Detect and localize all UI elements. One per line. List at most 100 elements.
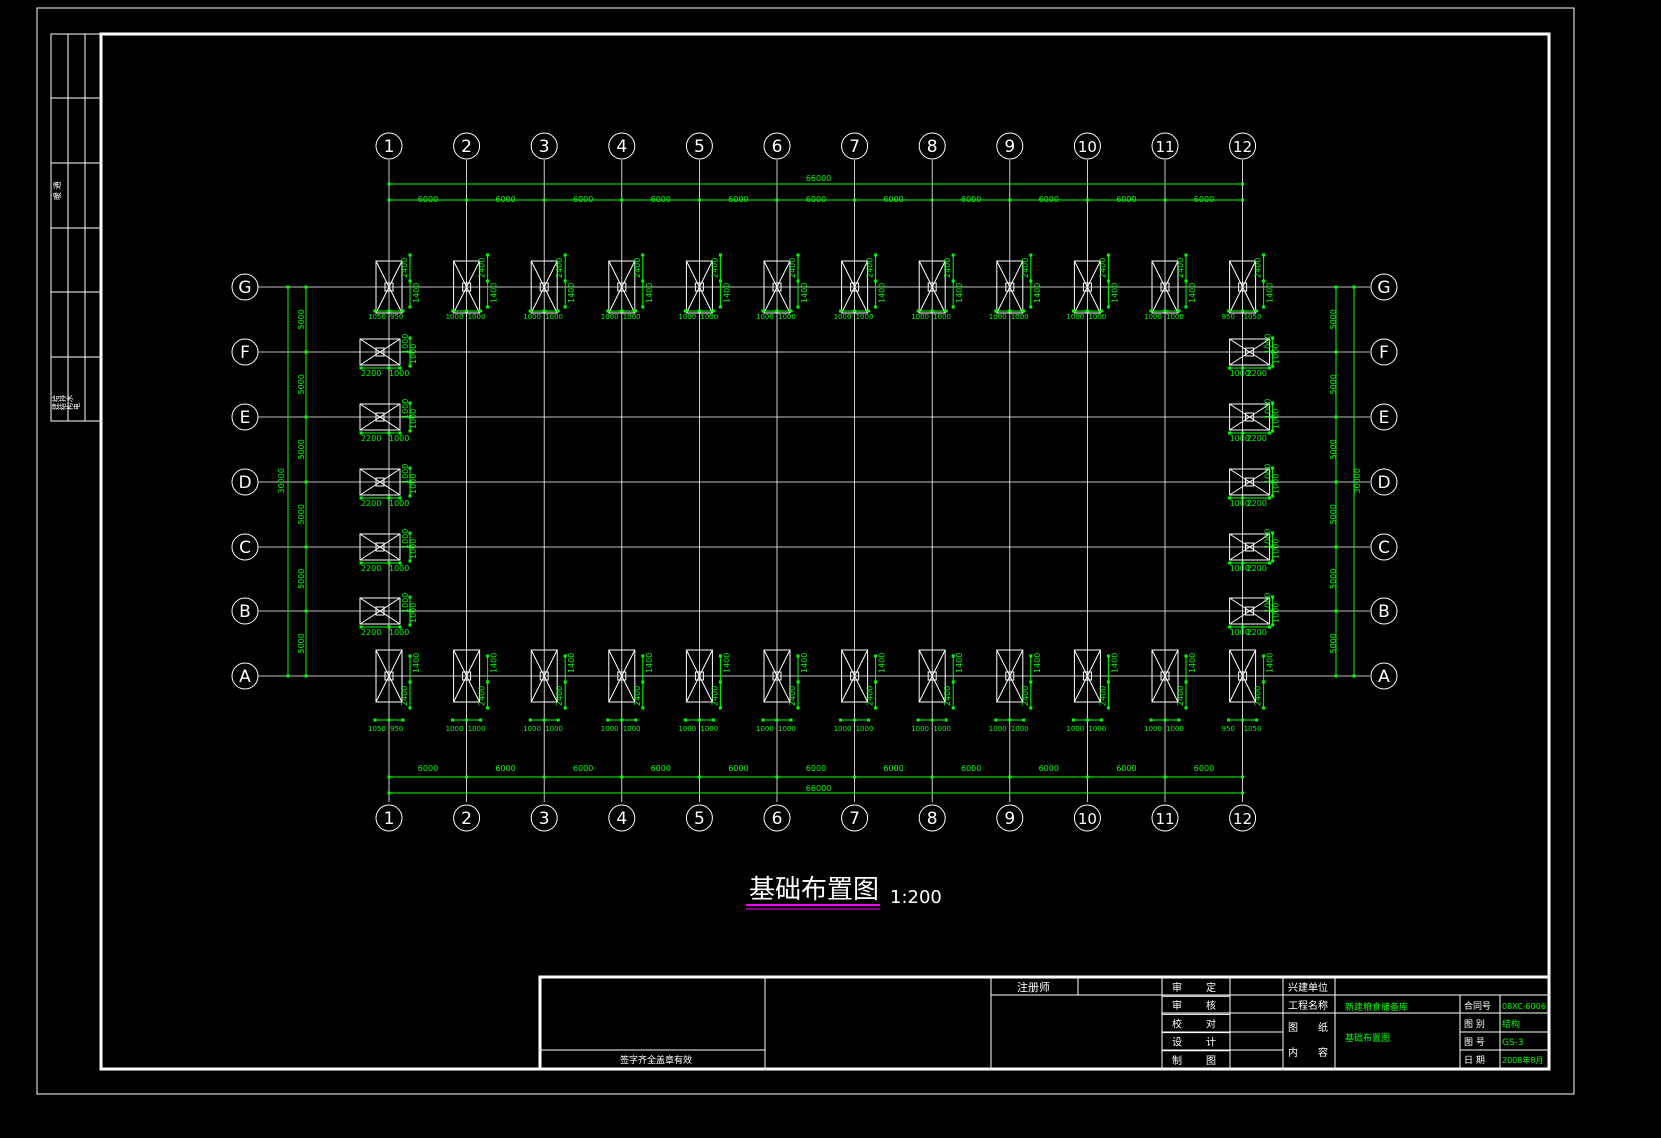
bay-dimension-bottom: 6000 <box>1194 764 1214 773</box>
axis-bubble-row-left <box>231 273 259 301</box>
bay-dimension-top: 6000 <box>651 195 671 204</box>
dimension-label: 2400 <box>710 686 719 706</box>
dimension-tick <box>542 198 546 202</box>
bay-dimension-bottom: 6000 <box>573 764 593 773</box>
axis-bubble-col-bottom <box>996 804 1024 832</box>
date-value: 2008年8月 <box>1502 1055 1543 1065</box>
dimension-tick <box>465 309 469 313</box>
dimension-label: 1000 <box>389 628 409 637</box>
dimension-tick <box>1071 309 1075 313</box>
dimension-tick <box>1177 309 1181 313</box>
dimension-label: 2400 <box>478 258 487 278</box>
dimension-tick <box>563 253 567 257</box>
dimension-label: 2200 <box>361 499 381 508</box>
footing-diagonal <box>1229 533 1270 561</box>
axis-label: F <box>240 343 250 363</box>
column-pier <box>850 282 860 292</box>
dimension-label: 1400 <box>412 653 421 673</box>
dimension-label: 1000 <box>389 434 409 443</box>
dimension-label: 30000 <box>1353 468 1362 493</box>
dimension-label: 1400 <box>1188 653 1197 673</box>
axis-label: 7 <box>849 809 860 829</box>
dimension-tick <box>853 198 857 202</box>
dimension-tick <box>304 285 308 289</box>
axis-label: 12 <box>1233 138 1252 156</box>
column-pier <box>384 671 394 681</box>
dimension-tick <box>486 680 490 684</box>
dimension-tick <box>1099 718 1103 722</box>
dimension-label: 2200 <box>1247 628 1267 637</box>
dimension-tick <box>944 718 948 722</box>
role-label: 审 <box>1172 999 1182 1012</box>
footing-diagonal <box>685 260 713 314</box>
dimension-label: 1400 <box>490 283 499 303</box>
dimension-label: 1000 <box>468 725 486 733</box>
dimension-tick <box>408 654 412 658</box>
dimension-label: 1000 <box>1272 539 1281 559</box>
dimension-tick <box>1228 496 1232 500</box>
axis-bubble-row-right <box>1370 597 1398 625</box>
dimension-label: 1000 <box>700 725 718 733</box>
footing-side-right <box>1229 468 1271 496</box>
dimension-label: 1000 <box>1264 529 1273 549</box>
dimension-label: 5000 <box>297 633 306 653</box>
content-label-1a: 图 <box>1288 1022 1298 1034</box>
dimension-label: 1000 <box>409 603 418 623</box>
dimension-tick <box>1241 366 1245 370</box>
footing-bottom <box>685 649 713 703</box>
dimension-label: 1000 <box>856 725 874 733</box>
column-pier <box>694 671 704 681</box>
role-label: 制 <box>1172 1054 1182 1067</box>
dimension-tick <box>359 366 363 370</box>
dimension-label: 1000 <box>1272 409 1281 429</box>
dimension-tick <box>641 706 645 710</box>
dimension-tick <box>1334 350 1338 354</box>
axis-label: 6 <box>772 137 783 157</box>
dimension-tick <box>951 279 955 283</box>
bay-dimension-bottom: 6000 <box>1039 764 1059 773</box>
axis-label: G <box>238 278 251 298</box>
footing-side-right <box>1229 533 1271 561</box>
dimension-label: 5000 <box>1329 633 1338 653</box>
dimension-tick <box>479 718 483 722</box>
footing-top <box>375 260 403 314</box>
dimension-tick <box>1241 775 1245 779</box>
dimension-tick <box>697 718 701 722</box>
bay-dimension-top: 6000 <box>806 195 826 204</box>
stamp-note: 签字齐全盖章有效 <box>620 1054 692 1066</box>
dimension-label: 2200 <box>1247 369 1267 378</box>
dimension-label: 2400 <box>1176 686 1185 706</box>
dimension-label: 950 <box>390 725 403 733</box>
dimension-tick <box>697 198 701 202</box>
dimension-tick <box>1268 496 1272 500</box>
dimension-label: 1000 <box>911 725 929 733</box>
dimension-tick <box>401 309 405 313</box>
dimension-tick <box>1022 718 1026 722</box>
dimension-tick <box>1085 775 1089 779</box>
sidebar-char: 构 <box>65 403 74 410</box>
dimension-tick <box>408 253 412 257</box>
category-value: 结构 <box>1502 1018 1520 1030</box>
dimension-tick <box>563 305 567 309</box>
column-pier <box>462 282 472 292</box>
dimension-label: 2400 <box>478 686 487 706</box>
bay-dimension-top: 6000 <box>418 195 438 204</box>
axis-bubble-col-top <box>996 132 1024 160</box>
dimension-tick <box>853 718 857 722</box>
dimension-tick <box>1227 309 1231 313</box>
dimension-tick <box>408 559 412 563</box>
axis-bubble-row-right <box>1370 662 1398 690</box>
axis-label: 5 <box>694 809 705 829</box>
dimension-tick <box>286 674 290 678</box>
dimension-tick <box>1352 285 1356 289</box>
contract-label: 合同号 <box>1464 1000 1491 1012</box>
dimension-tick <box>620 718 624 722</box>
dimension-tick <box>286 285 290 289</box>
dimension-tick <box>556 718 560 722</box>
dimension-tick <box>796 253 800 257</box>
footing-bottom <box>841 649 869 703</box>
dimension-tick <box>486 253 490 257</box>
dimension-tick <box>874 253 878 257</box>
axis-label: G <box>1377 278 1390 298</box>
dimension-label: 1400 <box>800 283 809 303</box>
